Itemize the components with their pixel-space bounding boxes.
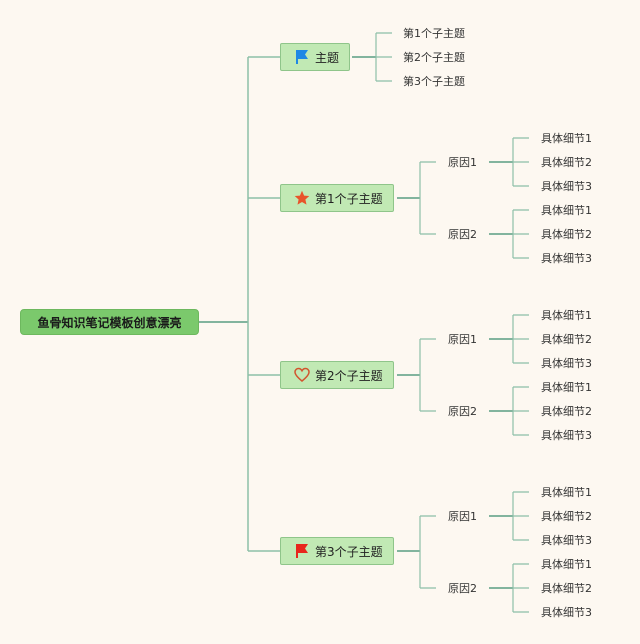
connector-line: [419, 161, 436, 235]
cause-label: 原因1: [448, 156, 477, 169]
star-icon: [294, 190, 310, 206]
detail-item[interactable]: 具体细节1: [541, 202, 592, 218]
cause-item[interactable]: 原因1: [448, 508, 477, 524]
detail-item[interactable]: 具体细节1: [541, 307, 592, 323]
detail-item[interactable]: 具体细节3: [541, 604, 592, 620]
root-topic-label: 鱼骨知识笔记模板创意漂亮: [37, 315, 182, 330]
subtopic-item[interactable]: 第1个子主题: [403, 25, 465, 41]
detail-item[interactable]: 具体细节1: [541, 379, 592, 395]
cause-label: 原因2: [448, 582, 477, 595]
detail-label: 具体细节1: [541, 486, 592, 499]
detail-label: 具体细节3: [541, 534, 592, 547]
detail-item[interactable]: 具体细节2: [541, 226, 592, 242]
connector-line: [419, 515, 436, 589]
heart-icon: [294, 367, 310, 383]
detail-label: 具体细节1: [541, 309, 592, 322]
connector-line: [512, 386, 529, 436]
cause-label: 原因2: [448, 228, 477, 241]
detail-item[interactable]: 具体细节3: [541, 427, 592, 443]
connector-line: [512, 209, 529, 259]
branch-topic[interactable]: 主题: [280, 43, 351, 71]
detail-item[interactable]: 具体细节3: [541, 250, 592, 266]
branch-topic[interactable]: 第3个子主题: [280, 537, 394, 565]
detail-item[interactable]: 具体细节2: [541, 580, 592, 596]
connector-line: [512, 491, 529, 541]
detail-label: 具体细节3: [541, 180, 592, 193]
detail-label: 具体细节1: [541, 132, 592, 145]
detail-label: 具体细节2: [541, 582, 592, 595]
detail-label: 具体细节2: [541, 228, 592, 241]
subtopic-label: 第3个子主题: [403, 75, 465, 88]
connector-line: [512, 314, 529, 364]
blue-flag-icon: [294, 49, 310, 65]
detail-label: 具体细节1: [541, 381, 592, 394]
connector-line: [512, 563, 529, 613]
detail-label: 具体细节2: [541, 510, 592, 523]
detail-item[interactable]: 具体细节2: [541, 508, 592, 524]
cause-item[interactable]: 原因1: [448, 154, 477, 170]
subtopic-item[interactable]: 第2个子主题: [403, 49, 465, 65]
detail-item[interactable]: 具体细节2: [541, 403, 592, 419]
detail-item[interactable]: 具体细节1: [541, 556, 592, 572]
detail-label: 具体细节3: [541, 357, 592, 370]
cause-item[interactable]: 原因1: [448, 331, 477, 347]
detail-item[interactable]: 具体细节2: [541, 154, 592, 170]
cause-item[interactable]: 原因2: [448, 403, 477, 419]
cause-label: 原因1: [448, 333, 477, 346]
branch-label: 主题: [315, 50, 340, 65]
detail-label: 具体细节2: [541, 405, 592, 418]
subtopic-label: 第2个子主题: [403, 51, 465, 64]
detail-item[interactable]: 具体细节3: [541, 532, 592, 548]
detail-item[interactable]: 具体细节1: [541, 484, 592, 500]
connector-line: [512, 137, 529, 187]
detail-label: 具体细节3: [541, 429, 592, 442]
cause-label: 原因2: [448, 405, 477, 418]
detail-item[interactable]: 具体细节2: [541, 331, 592, 347]
red-flag-icon: [294, 543, 310, 559]
detail-label: 具体细节3: [541, 252, 592, 265]
cause-item[interactable]: 原因2: [448, 580, 477, 596]
cause-item[interactable]: 原因2: [448, 226, 477, 242]
detail-label: 具体细节2: [541, 333, 592, 346]
detail-item[interactable]: 具体细节3: [541, 355, 592, 371]
branch-label: 第2个子主题: [315, 368, 383, 383]
branch-topic[interactable]: 第2个子主题: [280, 361, 394, 389]
connector-line: [419, 338, 436, 412]
cause-label: 原因1: [448, 510, 477, 523]
detail-label: 具体细节3: [541, 606, 592, 619]
branch-label: 第3个子主题: [315, 544, 383, 559]
subtopic-label: 第1个子主题: [403, 27, 465, 40]
branch-label: 第1个子主题: [315, 191, 383, 206]
detail-item[interactable]: 具体细节1: [541, 130, 592, 146]
detail-item[interactable]: 具体细节3: [541, 178, 592, 194]
detail-label: 具体细节1: [541, 204, 592, 217]
branch-topic[interactable]: 第1个子主题: [280, 184, 394, 212]
detail-label: 具体细节1: [541, 558, 592, 571]
subtopic-item[interactable]: 第3个子主题: [403, 73, 465, 89]
detail-label: 具体细节2: [541, 156, 592, 169]
root-topic[interactable]: 鱼骨知识笔记模板创意漂亮: [20, 309, 199, 335]
